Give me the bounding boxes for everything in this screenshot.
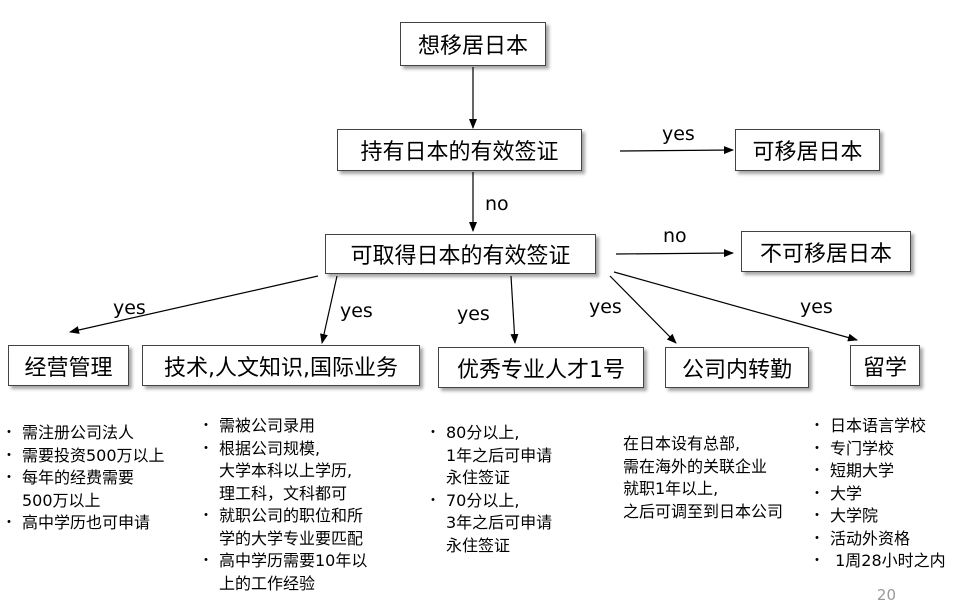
list-item-continuation: 理工科，文科都可 bbox=[219, 483, 348, 503]
label-yes-transfer: yes bbox=[589, 296, 622, 318]
list-item: 活动外资格 bbox=[810, 528, 946, 551]
list-item-continuation: 大学本科以上学历, bbox=[219, 461, 353, 480]
list-item-continuation: 1年之后可申请 bbox=[446, 445, 553, 465]
business-details: 需注册公司法人 需要投资500万以上 每年的经费需要 500万以上 高中学历也可… bbox=[2, 422, 165, 535]
list-item-continuation: 学的大学专业要匹配 bbox=[219, 528, 364, 548]
node-business: 经营管理 bbox=[8, 345, 129, 386]
node-start: 想移居日本 bbox=[400, 22, 546, 66]
node-study: 留学 bbox=[850, 345, 920, 386]
label-yes-study: yes bbox=[800, 296, 833, 318]
label-yes-business: yes bbox=[113, 297, 146, 319]
node-has-visa: 持有日本的有效签证 bbox=[337, 129, 582, 171]
arrow-can-get-no bbox=[615, 249, 734, 258]
label-yes-talent: yes bbox=[457, 303, 490, 325]
list-item: 每年的经费需要 bbox=[2, 467, 165, 490]
list-item-continuation: 永住签证 bbox=[446, 468, 511, 487]
arrow-to-talent bbox=[510, 275, 519, 344]
list-item: 1周28小时之内 bbox=[810, 550, 946, 573]
arrow-to-study bbox=[613, 271, 858, 342]
list-item: 大学院 bbox=[810, 505, 946, 528]
list-item: 高中学历也可申请 bbox=[2, 512, 165, 535]
list-item: 根据公司规模, bbox=[199, 438, 367, 461]
node-talent: 优秀专业人才1号 bbox=[438, 347, 644, 388]
note-line: 在日本设有总部, bbox=[623, 434, 741, 453]
note-line: 需在海外的关联企业 bbox=[623, 456, 768, 476]
list-item: 专门学校 bbox=[810, 438, 946, 461]
arrow-to-transfer bbox=[609, 275, 677, 344]
list-item: 短期大学 bbox=[810, 460, 946, 483]
arrow-to-tech bbox=[320, 275, 338, 344]
label-yes-tech: yes bbox=[340, 300, 373, 322]
arrow-to-business bbox=[69, 275, 319, 334]
list-item-continuation: 上的工作经验 bbox=[219, 573, 316, 593]
transfer-details: 在日本设有总部, 需在海外的关联企业 就职1年以上, 之后可调至到日本公司 bbox=[623, 433, 783, 523]
list-item: 70分以上, bbox=[426, 490, 552, 513]
list-item: 80分以上, bbox=[426, 422, 552, 445]
page-number: 20 bbox=[876, 586, 896, 604]
list-item: 大学 bbox=[810, 483, 946, 506]
study-details: 日本语言学校 专门学校 短期大学 大学 大学院 活动外资格 1周28小时之内 bbox=[810, 415, 946, 573]
label-no-has-visa: no bbox=[485, 193, 509, 215]
label-no-cannot-move: no bbox=[663, 225, 687, 247]
list-item: 需被公司录用 bbox=[199, 415, 367, 438]
tech-details: 需被公司录用 根据公司规模, 大学本科以上学历, 理工科，文科都可 就职公司的职… bbox=[199, 415, 367, 595]
list-item-continuation: 3年之后可申请 bbox=[446, 513, 553, 532]
list-item: 日本语言学校 bbox=[810, 415, 946, 438]
node-tech: 技术,人文知识,国际业务 bbox=[142, 345, 420, 386]
node-can-get-visa: 可取得日本的有效签证 bbox=[325, 234, 596, 274]
note-line: 之后可调至到日本公司 bbox=[623, 501, 784, 521]
note-line: 就职1年以上, bbox=[623, 479, 719, 498]
list-item: 需要投资500万以上 bbox=[2, 445, 165, 468]
list-item: 高中学历需要10年以 bbox=[199, 550, 367, 573]
arrow-has-visa-yes bbox=[619, 146, 734, 155]
node-can-move: 可移居日本 bbox=[735, 129, 880, 171]
label-yes-can-move: yes bbox=[662, 123, 695, 145]
node-transfer: 公司内转勤 bbox=[665, 347, 809, 388]
list-item: 就职公司的职位和所 bbox=[199, 505, 367, 528]
talent-details: 80分以上, 1年之后可申请 永住签证 70分以上, 3年之后可申请 永住签证 bbox=[426, 422, 553, 557]
list-item: 需注册公司法人 bbox=[2, 422, 165, 445]
node-cannot-move: 不可移居日本 bbox=[741, 231, 911, 272]
list-item-continuation: 永住签证 bbox=[446, 535, 511, 555]
list-item-continuation: 500万以上 bbox=[22, 490, 101, 510]
